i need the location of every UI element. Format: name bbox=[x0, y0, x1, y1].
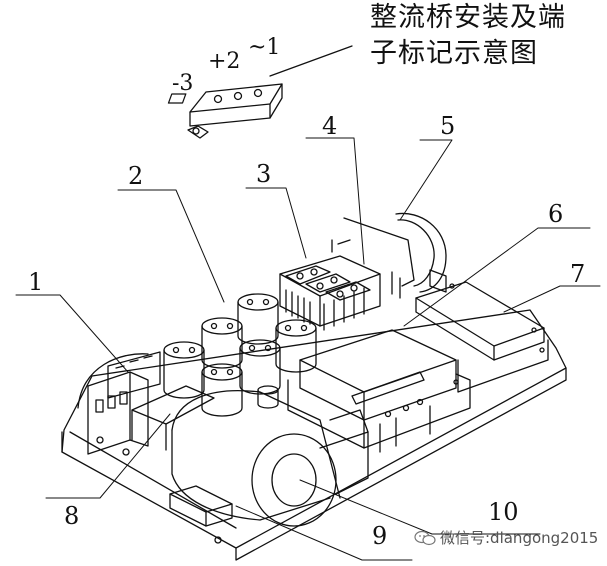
cooling-fan bbox=[395, 212, 447, 293]
contactor-block bbox=[87, 351, 161, 456]
heatsink-assembly bbox=[279, 217, 415, 331]
callout-7: 7 bbox=[570, 260, 585, 288]
wechat-icon bbox=[414, 530, 436, 545]
callout-3: 3 bbox=[256, 160, 271, 188]
callout-1: 1 bbox=[28, 268, 43, 296]
bottom-module bbox=[169, 485, 233, 527]
callout-6: 6 bbox=[548, 200, 563, 228]
base-plate bbox=[61, 309, 567, 561]
callout-9: 9 bbox=[372, 522, 387, 550]
diagram-title: 整流桥安装及端 子标记示意图 bbox=[370, 0, 566, 72]
terminal-mark-3: -3 bbox=[172, 71, 193, 96]
capacitor-bank bbox=[163, 293, 317, 417]
callout-8: 8 bbox=[64, 502, 79, 530]
terminal-mark-2: +2 bbox=[208, 49, 240, 74]
watermark: 微信号:dlangong2015 bbox=[414, 527, 598, 548]
leader-lines bbox=[15, 137, 601, 561]
watermark-text: 微信号:dlangong2015 bbox=[440, 529, 599, 547]
control-board bbox=[415, 281, 549, 393]
diagram-title-line2: 子标记示意图 bbox=[370, 38, 538, 69]
reactor-cylinder bbox=[171, 390, 369, 527]
terminal-mark-1: ~1 bbox=[248, 35, 280, 60]
diagram-title-line1: 整流桥安装及端 bbox=[370, 2, 566, 33]
callout-5: 5 bbox=[440, 112, 455, 140]
transformer bbox=[287, 329, 471, 453]
callout-10: 10 bbox=[488, 498, 519, 526]
rectifier-bridge-module bbox=[167, 83, 283, 139]
callout-4: 4 bbox=[322, 112, 337, 140]
callout-2: 2 bbox=[128, 162, 143, 190]
